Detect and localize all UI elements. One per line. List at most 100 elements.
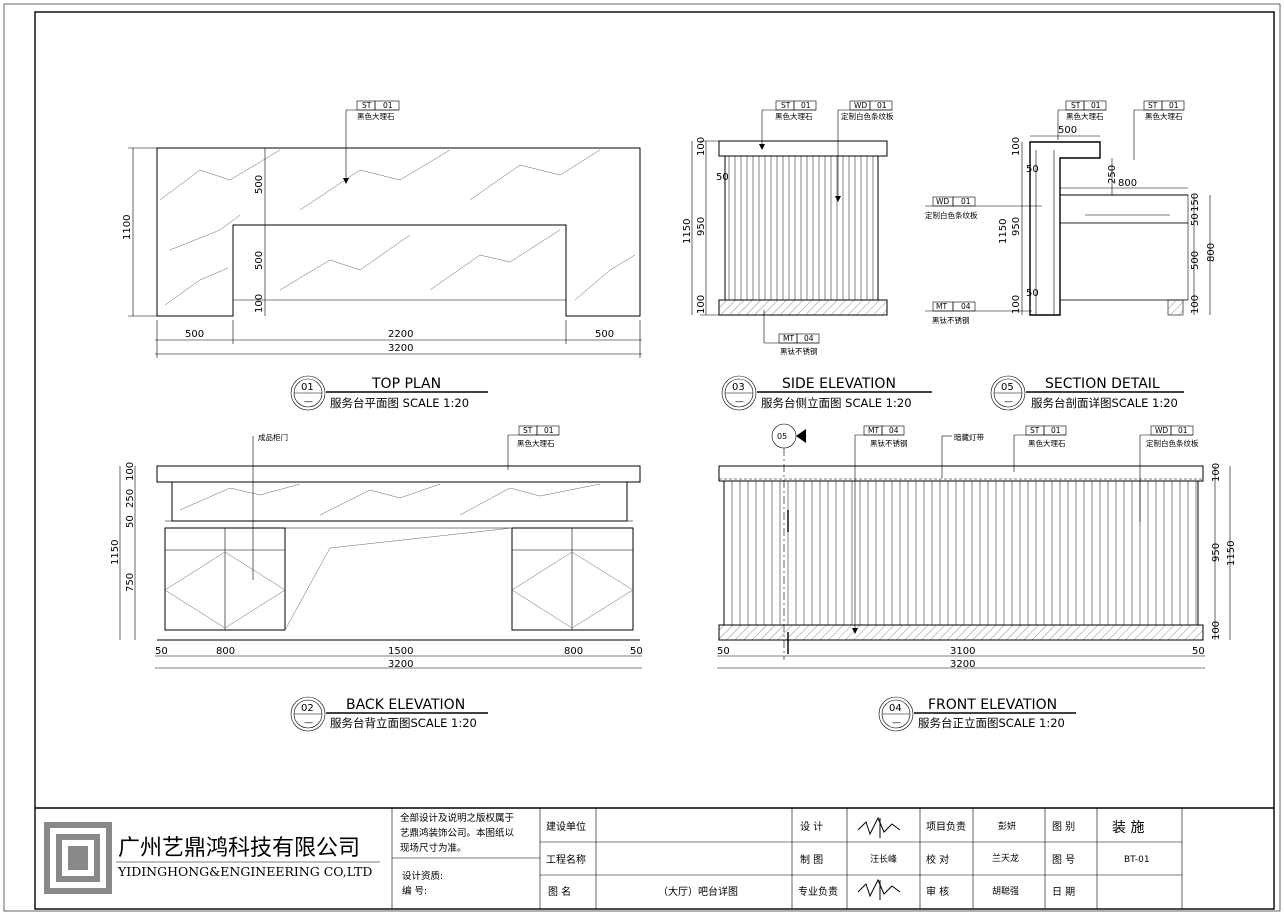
top-plan-dims: 1100 500 500 100 500 2200 500 3200	[122, 147, 642, 358]
svg-text:01: 01	[544, 426, 554, 435]
svg-text:800: 800	[1118, 178, 1137, 189]
front-elevation-title: FRONT ELEVATION	[928, 697, 1057, 713]
svg-text:150: 150	[1190, 193, 1201, 212]
title-block: 广州艺鼎鸿科技有限公司 YIDINGHONG&ENGINEERING CO,LT…	[35, 807, 1274, 909]
company-name-cn: 广州艺鼎鸿科技有限公司	[118, 836, 360, 861]
svg-text:1150: 1150	[682, 219, 693, 244]
tag-no: 01	[383, 101, 393, 110]
section-detail-title: SECTION DETAIL	[1045, 376, 1160, 392]
svg-text:05: 05	[777, 432, 787, 441]
dim-100: 100	[254, 294, 265, 313]
svg-text:—: —	[735, 397, 744, 407]
svg-text:100: 100	[125, 462, 136, 481]
svg-text:审 核: 审 核	[926, 885, 949, 898]
svg-text:50: 50	[125, 515, 136, 528]
signature-lead-icon	[857, 878, 901, 900]
svg-text:—: —	[304, 397, 313, 407]
svg-text:—: —	[892, 718, 901, 728]
svg-text:编 号:: 编 号:	[402, 885, 427, 897]
svg-text:MT: MT	[868, 426, 879, 435]
svg-text:工程名称: 工程名称	[546, 853, 586, 866]
svg-text:项目负责: 项目负责	[926, 820, 966, 833]
svg-text:100: 100	[1011, 137, 1022, 156]
drawing-number: BT-01	[1124, 855, 1150, 865]
section-detail: ST 01 黑色大理石 ST 01 黑色大理石 WD 01 定制白色条纹板 MT…	[925, 100, 1217, 411]
company-name-en: YIDINGHONG&ENGINEERING CO,LTD	[117, 864, 372, 879]
svg-text:建设单位: 建设单位	[546, 820, 586, 833]
dim-1100: 1100	[122, 215, 133, 240]
svg-text:100: 100	[1211, 463, 1222, 482]
svg-text:黑色大理石: 黑色大理石	[775, 111, 813, 121]
svg-text:黑色大理石: 黑色大理石	[1066, 111, 1104, 121]
svg-text:800: 800	[564, 646, 583, 657]
svg-text:定制白色条纹板: 定制白色条纹板	[1146, 438, 1199, 448]
svg-text:—: —	[304, 718, 313, 728]
svg-text:3100: 3100	[950, 646, 975, 657]
svg-text:全部设计及说明之版权属于: 全部设计及说明之版权属于	[400, 812, 514, 824]
svg-text:专业负责: 专业负责	[798, 885, 838, 898]
svg-text:01: 01	[877, 101, 887, 110]
svg-text:WD: WD	[936, 197, 949, 206]
top-plan-caption: 01 — TOP PLAN 服务台平面图 SCALE 1:20	[290, 375, 488, 411]
svg-text:01: 01	[1051, 426, 1061, 435]
svg-text:图 名: 图 名	[548, 885, 571, 898]
top-plan: ST 01 黑色大理石 1100 500 500 100 500 2200 50…	[122, 100, 642, 411]
svg-text:服务台背立面图SCALE 1:20: 服务台背立面图SCALE 1:20	[330, 716, 477, 730]
svg-text:01: 01	[301, 382, 314, 393]
svg-text:50: 50	[1026, 288, 1039, 299]
svg-text:800: 800	[1206, 243, 1217, 262]
svg-text:1500: 1500	[388, 646, 413, 657]
side-elevation-title: SIDE ELEVATION	[782, 376, 896, 392]
dim-500-lower: 500	[254, 251, 265, 270]
svg-text:ST: ST	[781, 101, 791, 110]
svg-text:定制白色条纹板: 定制白色条纹板	[925, 210, 978, 220]
svg-text:950: 950	[696, 217, 707, 236]
svg-text:日 期: 日 期	[1052, 886, 1075, 898]
dim-500-right: 500	[595, 329, 614, 340]
svg-text:1150: 1150	[998, 219, 1009, 244]
svg-text:50: 50	[155, 646, 168, 657]
svg-text:MT: MT	[936, 302, 947, 311]
svg-text:50: 50	[1192, 646, 1205, 657]
svg-text:50: 50	[716, 172, 729, 183]
svg-text:950: 950	[1211, 543, 1222, 562]
back-elevation: 成品柜门 ST 01 黑色大理石 100 250 50 1150 750 50 …	[110, 425, 643, 732]
svg-text:MT: MT	[783, 334, 794, 343]
svg-text:950: 950	[1011, 217, 1022, 236]
svg-text:50: 50	[630, 646, 643, 657]
svg-text:100: 100	[696, 137, 707, 156]
svg-text:制 图: 制 图	[800, 853, 823, 866]
svg-text:设 计: 设 计	[800, 820, 823, 833]
signature-design-icon	[857, 816, 901, 838]
svg-text:黑钛不锈钢: 黑钛不锈钢	[932, 315, 970, 325]
svg-text:服务台侧立面图 SCALE 1:20: 服务台侧立面图 SCALE 1:20	[761, 396, 912, 410]
front-elevation: 05 MT 04 黑钛不锈钢 暗藏灯带 ST 01 黑色大理石 WD	[717, 423, 1237, 732]
svg-text:校 对: 校 对	[926, 853, 949, 866]
svg-text:设计资质:: 设计资质:	[402, 870, 443, 882]
dim-500-left: 500	[185, 329, 204, 340]
tag-desc: 黑色大理石	[357, 111, 395, 121]
svg-text:WD: WD	[854, 101, 867, 110]
inner-border	[34, 11, 1275, 910]
svg-text:WD: WD	[1155, 426, 1168, 435]
svg-text:01: 01	[1178, 426, 1188, 435]
drawing-name: （大厅）吧台详图	[658, 885, 738, 898]
drawing-category: 装 施	[1112, 820, 1144, 836]
svg-text:—: —	[1004, 397, 1013, 407]
svg-text:100: 100	[1011, 295, 1022, 314]
svg-text:ST: ST	[523, 426, 533, 435]
svg-text:04: 04	[889, 426, 899, 435]
side-elevation: ST 01 黑色大理石 WD 01 定制白色条纹板 MT 04 黑钛不锈钢 10…	[682, 100, 932, 411]
svg-text:03: 03	[732, 382, 745, 393]
svg-text:100: 100	[1211, 621, 1222, 640]
dim-500-upper: 500	[254, 175, 265, 194]
top-plan-title: TOP PLAN	[371, 376, 441, 392]
svg-text:1150: 1150	[1226, 541, 1237, 566]
svg-text:服务台正立面图SCALE 1:20: 服务台正立面图SCALE 1:20	[918, 716, 1065, 730]
svg-text:胡聪强: 胡聪强	[992, 885, 1019, 897]
svg-text:黑钛不锈钢: 黑钛不锈钢	[780, 346, 818, 356]
back-elevation-title: BACK ELEVATION	[346, 697, 465, 713]
svg-text:01: 01	[1091, 101, 1101, 110]
company-logo-icon	[44, 822, 112, 894]
